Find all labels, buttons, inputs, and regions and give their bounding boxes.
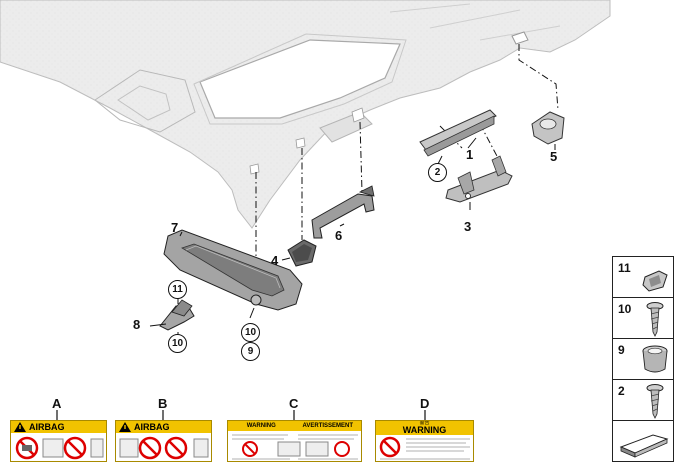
- part-3-bracket: [445, 155, 513, 203]
- label-letter-b[interactable]: B: [158, 396, 168, 411]
- panel-item-9-number: 9: [618, 343, 625, 357]
- part-8-visor-clip: [149, 299, 195, 331]
- callout-3[interactable]: 3: [464, 219, 472, 234]
- label-b-header-text: AIRBAG: [134, 422, 170, 432]
- panel-item-2[interactable]: 2: [612, 379, 674, 421]
- panel-footer: [612, 420, 674, 462]
- label-c-header-right: AVERTISSEMENT: [302, 423, 354, 429]
- label-c-text-block: [232, 434, 358, 460]
- label-a-header-text: AIRBAG: [29, 422, 65, 432]
- callout-5[interactable]: 5: [550, 149, 558, 164]
- warning-triangle-icon: [119, 422, 131, 432]
- warning-label-c[interactable]: WARNING AVERTISSEMENT: [227, 420, 362, 462]
- headliner: [0, 0, 611, 229]
- warning-label-a[interactable]: AIRBAG: [10, 420, 107, 462]
- label-d-header-text: WARNING: [402, 425, 447, 435]
- orientation-arrow-icon: [619, 434, 669, 458]
- grommet-icon: [642, 345, 668, 373]
- label-c-header: WARNING AVERTISSEMENT: [228, 421, 361, 431]
- callout-8[interactable]: 8: [133, 317, 141, 332]
- label-pointers: [56, 410, 426, 420]
- part-6-grab-handle: [311, 185, 375, 239]
- panel-item-9[interactable]: 9: [612, 338, 674, 380]
- clip-nut-icon: [642, 270, 668, 292]
- callout-4[interactable]: 4: [271, 253, 279, 268]
- callout-11-circle[interactable]: 11: [168, 280, 187, 299]
- panel-item-10-number: 10: [618, 302, 632, 316]
- label-a-header: AIRBAG: [11, 421, 106, 433]
- callout-10-circle[interactable]: 10: [168, 334, 187, 353]
- warning-label-d[interactable]: 警告 WARNING: [375, 420, 474, 462]
- label-d-header: WARNING: [376, 425, 473, 435]
- callout-2-circle[interactable]: 2: [428, 163, 447, 182]
- screw-icon: [646, 384, 664, 419]
- label-letter-c[interactable]: C: [289, 396, 299, 411]
- panel-item-2-number: 2: [618, 384, 625, 398]
- callout-10-circle-visor[interactable]: 10: [241, 323, 260, 342]
- callout-1[interactable]: 1: [466, 147, 474, 162]
- label-d-header-top: 警告: [376, 421, 473, 426]
- panel-item-10[interactable]: 10: [612, 297, 674, 339]
- label-d-content: [379, 436, 470, 460]
- label-letter-a[interactable]: A: [52, 396, 62, 411]
- part-5-hook: [531, 111, 565, 145]
- part-7-sun-visor: [163, 229, 303, 311]
- panel-item-11[interactable]: 11: [612, 256, 674, 298]
- label-b-header: AIRBAG: [116, 421, 211, 433]
- label-b-pictograms: [119, 436, 209, 460]
- label-letter-d[interactable]: D: [420, 396, 430, 411]
- callout-9-circle[interactable]: 9: [241, 342, 260, 361]
- callout-leaders: [177, 137, 556, 334]
- screw-icon: [646, 302, 664, 337]
- callout-6[interactable]: 6: [335, 228, 343, 243]
- part-4-cap: [287, 239, 317, 267]
- warning-triangle-icon: [14, 422, 26, 432]
- callout-7[interactable]: 7: [171, 220, 179, 235]
- label-a-pictograms: [15, 436, 104, 460]
- part-1-bracket: [419, 109, 497, 157]
- label-c-header-left: WARNING: [246, 423, 276, 429]
- warning-label-b[interactable]: AIRBAG: [115, 420, 212, 462]
- panel-item-11-number: 11: [618, 261, 631, 275]
